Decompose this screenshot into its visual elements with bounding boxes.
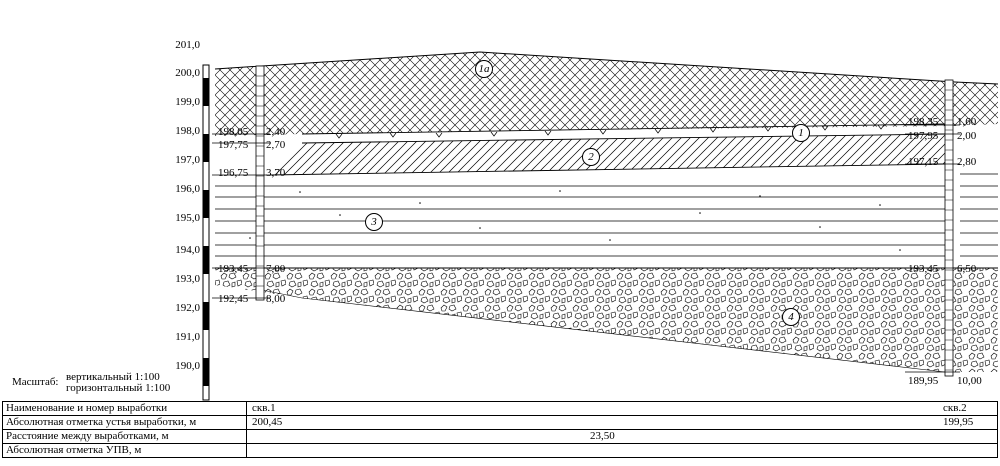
row-values-mouth: 200,45 199,95 [246,415,998,430]
row-label-gwl: Абсолютная отметка УПВ, м [2,443,247,458]
scale-tick-195: 195,0 [175,212,200,224]
scale-title: Масштаб: [12,376,59,388]
row-values-distance: 23,50 [246,429,998,444]
bh1-depth-2: 2,70 [266,139,286,151]
layer-marker-1: 1 [792,124,810,142]
scale-vertical: вертикальный 1:100 [66,371,160,383]
bh2-depth-4: 6,50 [957,263,977,275]
row-values-gwl [246,443,998,458]
layer-marker-3: 3 [365,213,383,231]
bh1-depth-4: 7,00 [266,263,286,275]
layer-1a-fill [215,52,998,136]
layer-marker-4: 4 [782,308,800,326]
scale-tick-199: 199,0 [175,96,200,108]
scale-tick-201: 201,0 [175,39,200,51]
bh1-depth-5: 8,00 [266,293,286,305]
bh2-depth-5: 10,00 [957,375,982,387]
bh1-elev-5: 192,45 [218,293,249,305]
bh1-elev-1: 198,05 [218,126,249,138]
row-label-distance: Расстояние между выработками, м [2,429,247,444]
layer-3-dots [249,190,901,251]
scale-horizontal: горизонтальный 1:100 [66,382,171,394]
bh1-elev-2: 197,75 [218,139,249,151]
bh1-elev-4: 193,45 [218,263,249,275]
distance-value: 23,50 [590,430,615,442]
scale-tick-193: 193,0 [175,273,200,285]
table-row: Расстояние между выработками, м 23,50 [2,429,998,444]
borehole-2-column [944,79,954,377]
layer-marker-1a: 1а [475,60,493,78]
row-values-name: скв.1 скв.2 [246,401,998,416]
row-label-mouth: Абсолютная отметка устья выработки, м [2,415,247,430]
layer-marker-2: 2 [582,148,600,166]
bh2-elev-5: 189,95 [908,375,939,387]
scale-tick-197: 197,0 [175,154,200,166]
layer-4-fill [215,268,998,372]
bh2-elev-2: 197,95 [908,130,939,142]
scale-tick-194: 194,0 [175,244,200,256]
vertical-scale-bar [202,64,210,401]
bh1-depth-3: 3,70 [266,167,286,179]
bh2-name: скв.2 [943,402,967,414]
bh1-name: скв.1 [252,402,276,414]
scale-ratio-block: вертикальный 1:100 горизонтальный 1:100 [66,372,170,394]
borehole-data-table: Наименование и номер выработки скв.1 скв… [2,401,998,458]
bh2-depth-2: 2,00 [957,130,977,142]
bh2-depth-1: 1,60 [957,116,977,128]
scale-tick-191: 191,0 [175,331,200,343]
water-level-marks [335,124,885,139]
scale-tick-196: 196,0 [175,183,200,195]
bh2-elev-3: 197,15 [908,156,939,168]
table-row: Наименование и номер выработки скв.1 скв… [2,401,998,416]
scale-tick-190: 190,0 [175,360,200,372]
bh2-mouth: 199,95 [943,416,974,428]
bh2-elev-1: 198,35 [908,116,939,128]
bh1-depth-1: 2,40 [266,126,286,138]
scale-tick-192: 192,0 [175,302,200,314]
scale-tick-200: 200,0 [175,67,200,79]
table-row: Абсолютная отметка устья выработки, м 20… [2,415,998,430]
bh1-elev-3: 196,75 [218,167,249,179]
bh2-elev-4: 193,45 [908,263,939,275]
ground-surface-line [214,51,999,85]
layer-2-fill [270,134,945,175]
layer-3-lines [215,173,998,257]
bh1-mouth: 200,45 [252,416,283,428]
row-label-name: Наименование и номер выработки [2,401,247,416]
groundwater-line [301,123,946,135]
scale-tick-198: 198,0 [175,125,200,137]
bh2-depth-3: 2,80 [957,156,977,168]
table-row: Абсолютная отметка УПВ, м [2,443,998,458]
borehole-1-column [255,65,265,301]
